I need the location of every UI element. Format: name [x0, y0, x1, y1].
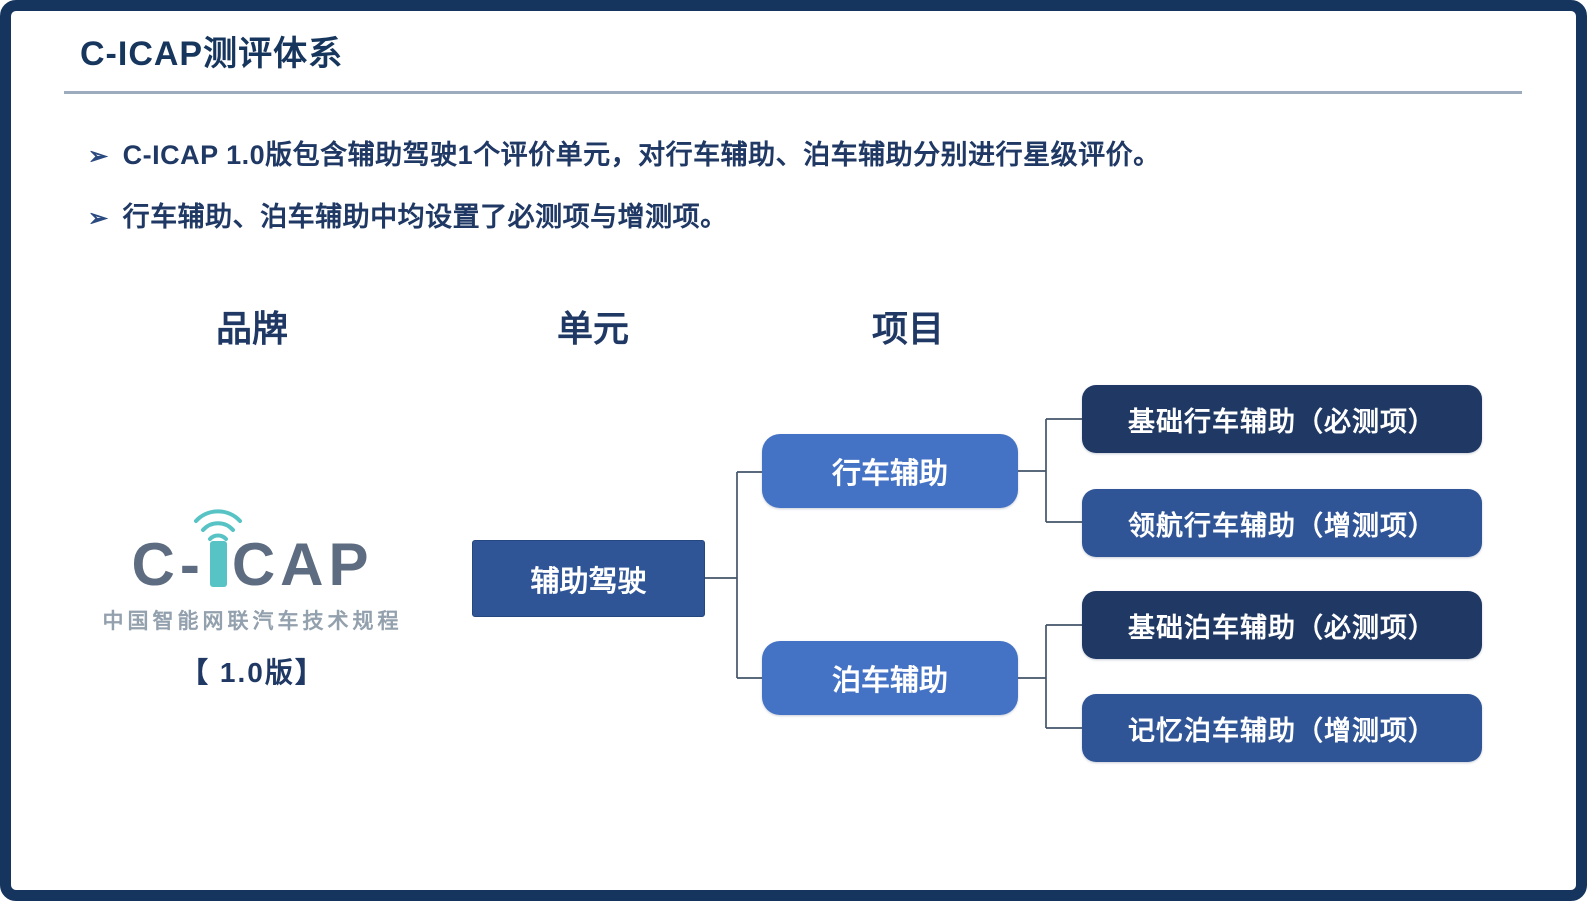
leaf-memory-parking-assist: 记忆泊车辅助（增测项）: [1082, 694, 1482, 762]
wifi-waves-icon: [194, 509, 243, 541]
leaf-navigation-driving-assist: 领航行车辅助（增测项）: [1082, 489, 1482, 557]
column-header-unit: 单元: [556, 308, 630, 349]
leaf-basic-driving-assist: 基础行车辅助（必测项）: [1082, 385, 1482, 453]
cicap-logo: C- CAP 中国智能网联汽车技术规程 【 1.0版】: [80, 505, 425, 691]
logo-text-prefix: C-: [131, 531, 205, 598]
node-assisted-driving: 辅助驾驶: [472, 540, 705, 617]
cicap-logo-wordmark: C- CAP: [80, 505, 425, 595]
logo-version-label: 【 1.0版】: [180, 657, 325, 688]
bullet-arrow-icon: ➢: [88, 143, 109, 170]
logo-subtitle: 中国智能网联汽车技术规程: [102, 610, 403, 633]
column-header-brand: 品牌: [215, 308, 289, 349]
node-driving-assist: 行车辅助: [762, 434, 1018, 508]
title-divider: [64, 91, 1522, 94]
bullet-text-1: C-ICAP 1.0版包含辅助驾驶1个评价单元，对行车辅助、泊车辅助分别进行星级…: [122, 140, 1161, 170]
node-parking-assist: 泊车辅助: [762, 641, 1018, 715]
bullet-arrow-icon: ➢: [88, 205, 109, 232]
page-title: C-ICAP测评体系: [80, 35, 344, 73]
antenna-icon: [194, 509, 243, 587]
logo-text-suffix: CAP: [231, 531, 374, 598]
bullet-item-2: ➢ 行车辅助、泊车辅助中均设置了必测项与增测项。: [88, 195, 728, 234]
column-header-project: 项目: [871, 308, 945, 349]
leaf-basic-parking-assist: 基础泊车辅助（必测项）: [1082, 591, 1482, 659]
bullet-item-1: ➢ C-ICAP 1.0版包含辅助驾驶1个评价单元，对行车辅助、泊车辅助分别进行星…: [88, 133, 1161, 172]
bullet-text-2: 行车辅助、泊车辅助中均设置了必测项与增测项。: [122, 202, 728, 232]
